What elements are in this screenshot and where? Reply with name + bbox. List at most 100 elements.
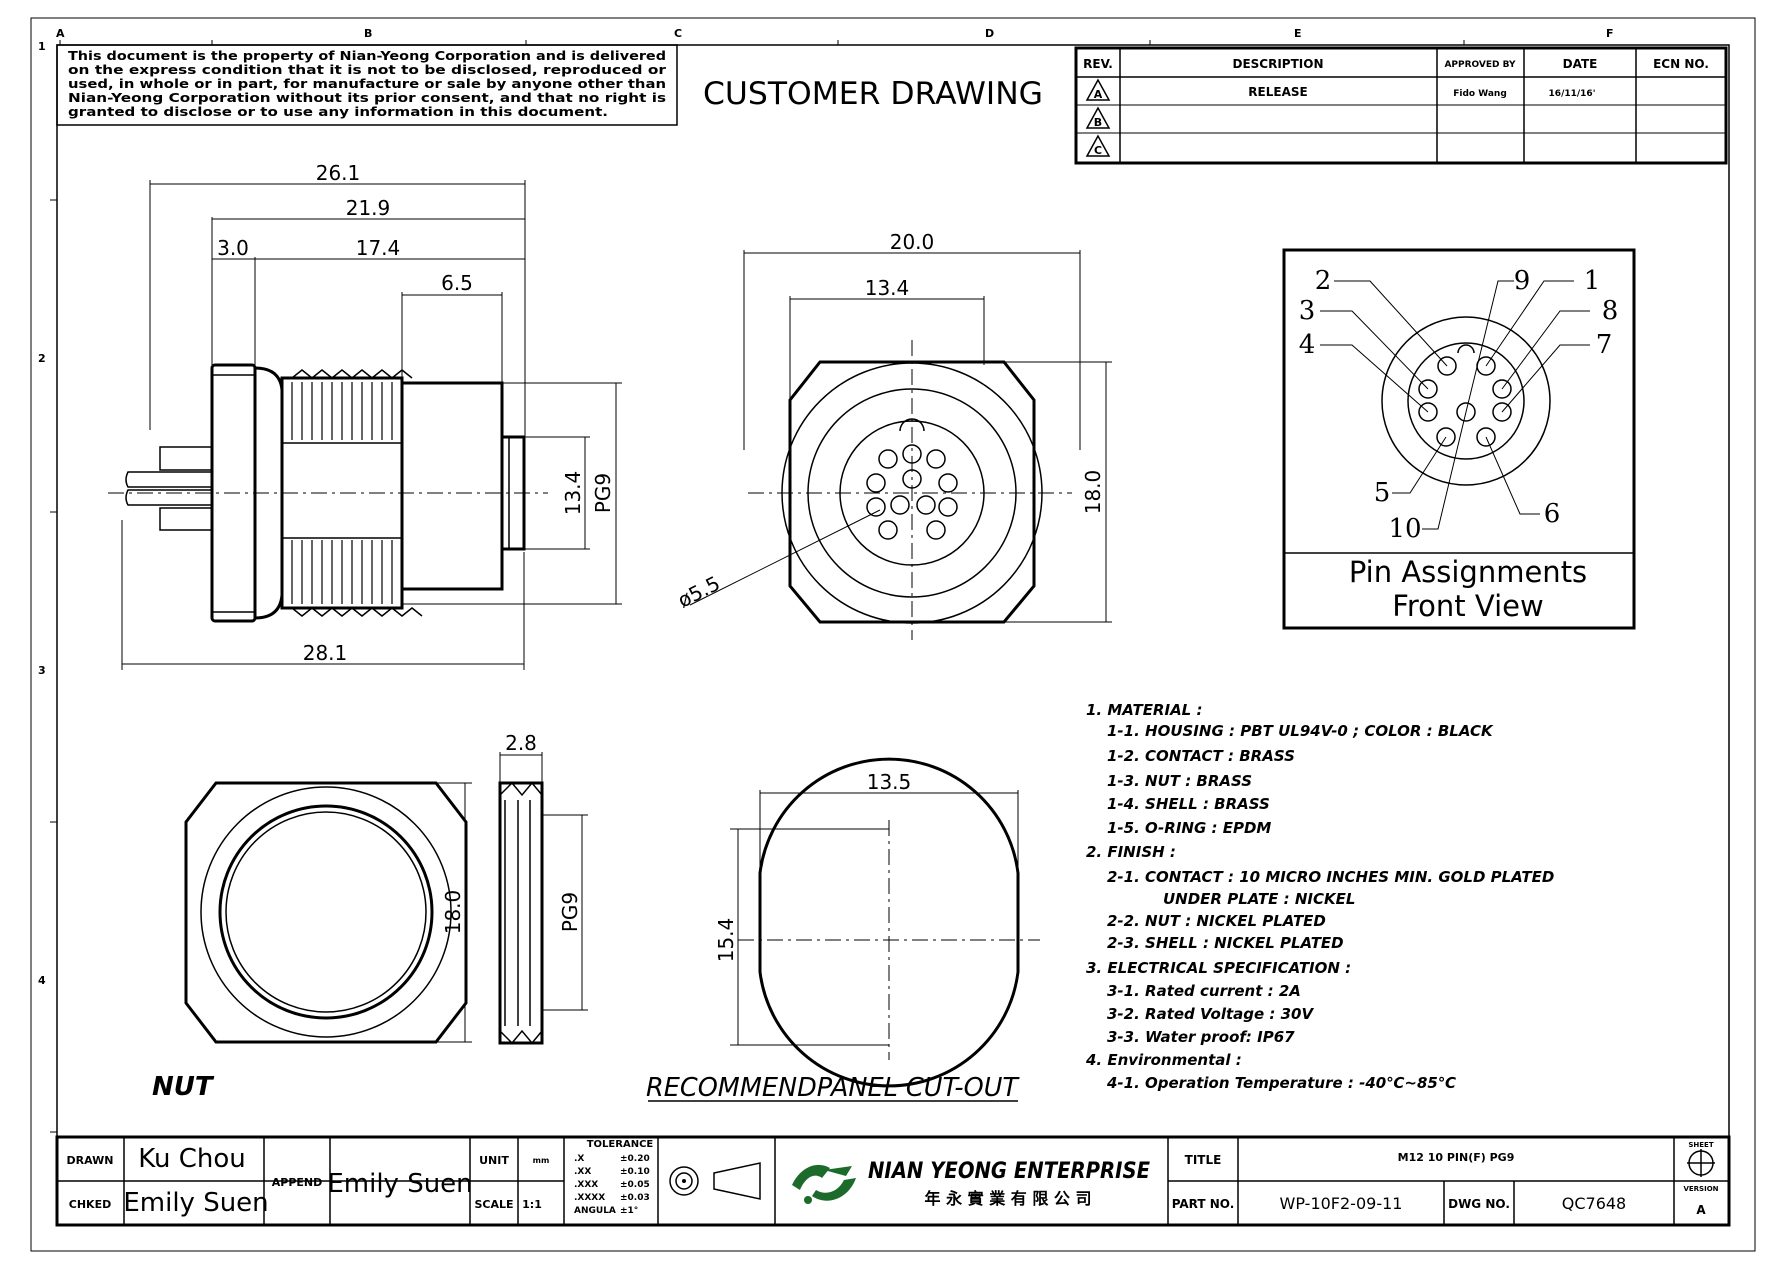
col-letter-c: C bbox=[674, 27, 682, 40]
version-label: VERSION bbox=[1683, 1185, 1718, 1193]
note-line: 2-1. CONTACT : 10 MICRO INCHES MIN. GOLD… bbox=[1107, 868, 1554, 886]
title-value: M12 10 PIN(F) PG9 bbox=[1398, 1151, 1515, 1164]
drawn-name: Ku Chou bbox=[138, 1144, 246, 1174]
panel-cutout-label: RECOMMENDPANEL CUT-OUT bbox=[646, 1073, 1020, 1103]
col-letter-b: B bbox=[364, 27, 372, 40]
dim-20-0: 20.0 bbox=[890, 230, 935, 254]
notes-block: 1. MATERIAL : 1-1. HOUSING : PBT UL94V-0… bbox=[1085, 701, 1554, 1092]
note-line: 1. MATERIAL : bbox=[1086, 701, 1202, 719]
dim-17-4: 17.4 bbox=[356, 236, 401, 260]
dim-2-8: 2.8 bbox=[505, 731, 537, 755]
dim-pg9-side: PG9 bbox=[591, 473, 615, 513]
rev-a-date: 16/11/16' bbox=[1549, 89, 1596, 99]
pin-label-10: 10 bbox=[1388, 514, 1421, 544]
col-letter-f: F bbox=[1606, 27, 1614, 40]
note-line: 1-3. NUT : BRASS bbox=[1107, 772, 1252, 790]
zone-markers: A B C D E F 1 2 3 4 bbox=[38, 27, 1614, 1133]
company-name: NIAN YEONG ENTERPRISE bbox=[868, 1159, 1150, 1184]
note-line: 1-4. SHELL : BRASS bbox=[1107, 795, 1270, 813]
note-line: 1-2. CONTACT : BRASS bbox=[1107, 747, 1295, 765]
rev-triangle-icon bbox=[1085, 106, 1111, 129]
nut-view: 2.8 18.0 PG9 NUT bbox=[152, 731, 588, 1102]
side-view: 26.1 21.9 3.0 17.4 6.5 13.4 PG9 28.1 bbox=[108, 161, 622, 670]
disclaimer-line: on the express condition that it is not … bbox=[68, 62, 667, 77]
unit-label: UNIT bbox=[479, 1154, 509, 1167]
dwg-no-value: QC7648 bbox=[1562, 1194, 1626, 1213]
panel-cutout: 13.5 15.4 RECOMMENDPANEL CUT-OUT bbox=[646, 757, 1040, 1103]
dim-18-0-front: 18.0 bbox=[1081, 470, 1105, 515]
note-line: 2. FINISH : bbox=[1086, 843, 1176, 861]
dim-26-1: 26.1 bbox=[316, 161, 361, 185]
col-letter-d: D bbox=[985, 27, 994, 40]
tolerance-key: .XX bbox=[574, 1167, 591, 1177]
dim-28-1: 28.1 bbox=[303, 641, 348, 665]
tolerance-key: .X bbox=[574, 1154, 584, 1164]
disclaimer-text: This document is the property of Nian-Ye… bbox=[68, 48, 667, 119]
front-view: 20.0 13.4 18.0 ø5.5 bbox=[674, 230, 1112, 640]
outer-border bbox=[30, 17, 1756, 1252]
pin-holes bbox=[1418, 356, 1512, 447]
front-view-pin-holes bbox=[866, 444, 958, 540]
version-value: A bbox=[1696, 1203, 1706, 1217]
disclaimer-line: used, in whole or in part, for manufactu… bbox=[68, 76, 666, 91]
pin-label-9: 9 bbox=[1514, 266, 1531, 296]
rev-triangle-icon bbox=[1085, 134, 1111, 157]
dim-pg9-nut: PG9 bbox=[558, 892, 582, 932]
note-line: 3. ELECTRICAL SPECIFICATION : bbox=[1086, 959, 1351, 977]
tolerance-value: ±0.03 bbox=[620, 1193, 650, 1203]
date-header: DATE bbox=[1563, 57, 1598, 71]
checked-label: CHKED bbox=[69, 1198, 111, 1211]
pin-label-7: 7 bbox=[1596, 330, 1613, 360]
note-line: 2-2. NUT : NICKEL PLATED bbox=[1107, 912, 1326, 930]
dwg-no-label: DWG NO. bbox=[1448, 1197, 1510, 1211]
dim-13-4-front: 13.4 bbox=[865, 276, 910, 300]
nut-label: NUT bbox=[152, 1072, 215, 1102]
note-line: 3-3. Water proof: IP67 bbox=[1107, 1028, 1295, 1046]
note-line: 3-2. Rated Voltage : 30V bbox=[1107, 1005, 1314, 1023]
pin-label-1: 1 bbox=[1584, 266, 1601, 296]
checked-name: Emily Suen bbox=[123, 1188, 268, 1218]
pin-label-4: 4 bbox=[1299, 330, 1316, 360]
note-line: 2-3. SHELL : NICKEL PLATED bbox=[1107, 934, 1344, 952]
pin-label-3: 3 bbox=[1299, 296, 1316, 326]
sheet-label: SHEET bbox=[1688, 1141, 1713, 1149]
pin-label-6: 6 bbox=[1544, 499, 1561, 529]
description-header: DESCRIPTION bbox=[1232, 57, 1323, 71]
col-letter-a: A bbox=[56, 27, 65, 40]
row-number-1: 1 bbox=[38, 40, 46, 53]
inner-border bbox=[56, 44, 1730, 1226]
note-line: 4. Environmental : bbox=[1085, 1051, 1242, 1069]
row-number-3: 3 bbox=[38, 664, 46, 677]
part-no-label: PART NO. bbox=[1172, 1197, 1235, 1211]
rev-a-approved-by: Fido Wang bbox=[1453, 89, 1507, 99]
ecn-header: ECN NO. bbox=[1653, 57, 1709, 71]
drawn-label: DRAWN bbox=[67, 1154, 114, 1167]
pin-assignments-subcaption: Front View bbox=[1392, 589, 1543, 623]
dim-15-4: 15.4 bbox=[714, 918, 738, 963]
scale-label: SCALE bbox=[474, 1198, 513, 1211]
dim-3-0: 3.0 bbox=[217, 236, 249, 260]
dim-6-5: 6.5 bbox=[441, 271, 473, 295]
disclaimer-line: granted to disclose or to use any inform… bbox=[68, 104, 608, 119]
unit-value: mm bbox=[533, 1156, 550, 1165]
tolerance-key: .XXXX bbox=[574, 1193, 605, 1203]
disclaimer-line: This document is the property of Nian-Ye… bbox=[68, 48, 666, 63]
pin-assignments: 2 9 1 3 8 4 7 5 6 10 Pin Assignments Fro… bbox=[1282, 248, 1636, 630]
dim-13-5: 13.5 bbox=[867, 770, 912, 794]
company-name-cn: 年 永 實 業 有 限 公 司 bbox=[925, 1189, 1092, 1208]
note-line: 3-1. Rated current : 2A bbox=[1107, 982, 1301, 1000]
pin-label-5: 5 bbox=[1374, 478, 1391, 508]
dim-dia-5-5: ø5.5 bbox=[674, 571, 724, 612]
disclaimer-box bbox=[56, 44, 678, 126]
pin-label-8: 8 bbox=[1602, 296, 1619, 326]
tolerance-value: ±1° bbox=[620, 1206, 638, 1216]
side-view-pins bbox=[125, 446, 212, 531]
tolerance-key: ANGULA bbox=[574, 1206, 616, 1216]
disclaimer-line: Nian-Yeong Corporation without its prior… bbox=[68, 90, 666, 105]
dim-13-4-side: 13.4 bbox=[561, 471, 585, 516]
note-line: UNDER PLATE : NICKEL bbox=[1163, 890, 1355, 908]
col-letter-e: E bbox=[1294, 27, 1302, 40]
projection-symbol-icon bbox=[669, 1162, 761, 1200]
title-label: TITLE bbox=[1185, 1153, 1222, 1167]
